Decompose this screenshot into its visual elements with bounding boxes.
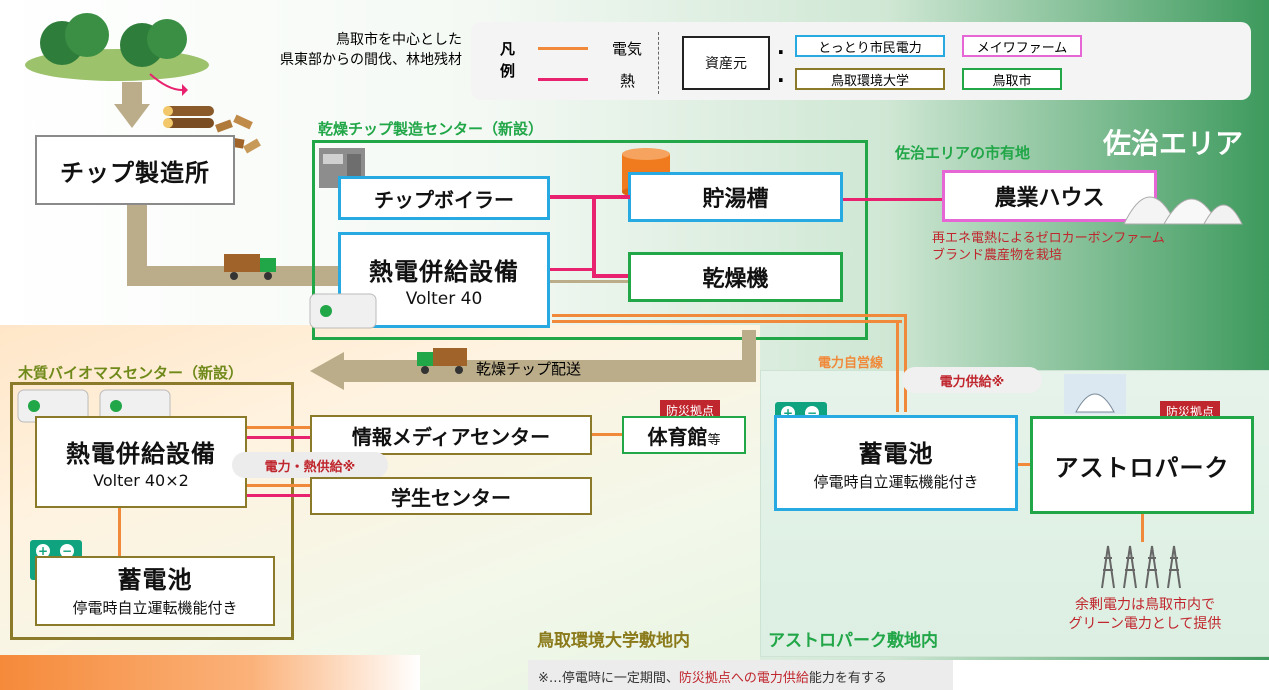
heat-line-to-dryer <box>592 274 628 278</box>
battery-astropark-line <box>1018 463 1032 466</box>
astropark-grounds-label: アストロパーク敷地内 <box>768 631 938 651</box>
power-supply-badge: 電力供給※ <box>902 367 1042 393</box>
source-text: 鳥取市を中心とした 県東部からの間伐、林地残材 <box>280 32 462 68</box>
legend-heat-label: 熱 <box>620 72 636 90</box>
curved-arrow <box>149 73 188 96</box>
biomass-chp-unit: 熱電併給設備 Volter 40×2 <box>35 416 247 508</box>
legend-title: 凡 例 <box>500 40 516 80</box>
heat-line-to-farm <box>843 198 943 201</box>
private-line-v1 <box>896 320 899 412</box>
legend-electricity-line <box>538 47 588 50</box>
astro-battery: 蓄電池 停電時自立運転機能付き <box>774 415 1018 511</box>
farm-note: 再エネ電熱によるゼロカーボンファーム ブランド農産物を栽培 <box>932 231 1165 263</box>
forest-illustration <box>25 13 209 81</box>
disaster-base-tag-gym: 防災拠点 <box>660 400 721 421</box>
left-arrow-icon <box>310 352 344 390</box>
heat-line-vertical <box>592 195 596 277</box>
electric-line-chp-dryer <box>550 280 628 283</box>
bottom-left-accent <box>0 655 420 690</box>
hot-water-tank: 貯湯槽 <box>628 172 843 222</box>
drying-chp-label: 熱電併給設備 <box>369 257 519 286</box>
agricultural-house: 農業ハウス <box>942 170 1157 222</box>
private-line-v2 <box>904 314 907 412</box>
arrow-shaft <box>122 82 142 106</box>
line-to-media-electric <box>247 426 311 429</box>
observatory-icon <box>1064 374 1126 414</box>
gym: 体育館等 <box>622 416 746 454</box>
private-line-h2 <box>552 320 902 323</box>
private-line-label: 電力自営線 <box>818 356 884 371</box>
chip-boiler-label: チップボイラー <box>374 187 514 212</box>
biomass-battery-note: 停電時自立運転機能付き <box>72 599 238 617</box>
volter-units-icon <box>17 389 171 423</box>
legend-owner-citizen-power: とっとり市民電力 <box>795 35 945 57</box>
truck-icon <box>224 254 276 280</box>
chip-flow-line-vertical <box>127 205 147 285</box>
private-line-h1 <box>552 314 907 317</box>
greenhouse-icon <box>1123 196 1243 225</box>
footnote-suffix: 能力を有する <box>808 671 887 686</box>
delivery-label: 乾燥チップ配送 <box>476 360 582 378</box>
biomass-battery: 蓄電池 停電時自立運転機能付き <box>35 556 275 626</box>
legend-bullet: · <box>777 40 785 64</box>
footnote: ※…停電時に一定期間、防災拠点への電力供給能力を有する <box>538 667 887 686</box>
heat-line-boiler-tank <box>550 195 630 199</box>
hot-water-tank-label: 貯湯槽 <box>702 187 769 212</box>
heat-line-chp <box>550 268 594 271</box>
media-center-label: 情報メディアセンター <box>351 424 551 449</box>
saji-site-label: 佐治エリアの市有地 <box>895 144 1031 162</box>
biomass-chp-label: 熱電併給設備 <box>66 440 216 468</box>
drying-chp-model: Volter 40 <box>405 288 483 309</box>
line-to-student-heat <box>247 494 311 497</box>
legend-asset-owner: 資産元 <box>682 36 770 90</box>
chip-factory: チップ製造所 <box>35 135 235 205</box>
dryer-label: 乾燥機 <box>702 267 769 292</box>
line-to-student-electric <box>247 484 311 487</box>
power-heat-supply-badge: 電力・熱供給※ <box>232 452 388 478</box>
log-pile-icon <box>163 106 214 128</box>
legend-divider <box>658 32 660 94</box>
footnote-panel <box>528 660 953 690</box>
gym-suffix: 等 <box>707 432 721 448</box>
footnote-prefix: ※…停電時に一定期間、 <box>538 671 679 686</box>
student-center: 学生センター <box>310 477 592 515</box>
surplus-note: 余剰電力は鳥取市内で グリーン電力として提供 <box>1068 597 1222 632</box>
footnote-highlight: 防災拠点への電力供給 <box>678 671 809 686</box>
delivery-truck-icon <box>417 348 467 374</box>
astropark-label: アストロパーク <box>1054 453 1230 482</box>
line-to-gym <box>592 433 622 436</box>
chip-boiler: チップボイラー <box>338 176 550 220</box>
legend-bullet: · <box>777 68 785 92</box>
drying-center-title: 乾燥チップ製造センター（新設） <box>318 120 544 138</box>
legend-owner-university: 鳥取環境大学 <box>795 68 945 90</box>
astro-battery-note: 停電時自立運転機能付き <box>813 473 979 491</box>
chip-factory-label: チップ製造所 <box>60 158 210 187</box>
astropark: アストロパーク <box>1030 416 1254 514</box>
power-tower-icon <box>1101 545 1181 589</box>
biomass-chp-model: Volter 40×2 <box>93 471 189 490</box>
down-arrow-icon <box>114 104 150 128</box>
astro-battery-label: 蓄電池 <box>858 440 934 468</box>
gym-label: 体育館 <box>647 424 708 449</box>
saji-area-title: 佐治エリア <box>1103 127 1244 160</box>
dryer: 乾燥機 <box>628 252 843 302</box>
volter-unit-icon <box>309 293 377 329</box>
biomass-center-title: 木質バイオマスセンター（新設） <box>18 364 244 382</box>
biomass-battery-label: 蓄電池 <box>117 566 193 594</box>
astropark-grid-line <box>1141 514 1144 542</box>
agricultural-house-label: 農業ハウス <box>994 186 1105 211</box>
line-to-media-heat <box>247 436 311 439</box>
drying-center-frame <box>312 140 868 340</box>
legend-heat-line <box>538 78 588 81</box>
media-center: 情報メディアセンター <box>310 415 592 455</box>
student-center-label: 学生センター <box>391 485 511 510</box>
legend-electricity-label: 電気 <box>612 40 643 58</box>
chp-battery-line <box>118 508 121 556</box>
legend-owner-meiwa: メイワファーム <box>962 35 1082 57</box>
biomass-center-frame <box>10 382 294 640</box>
university-grounds-label: 鳥取環境大学敷地内 <box>537 631 690 651</box>
legend-owner-city: 鳥取市 <box>962 68 1062 90</box>
